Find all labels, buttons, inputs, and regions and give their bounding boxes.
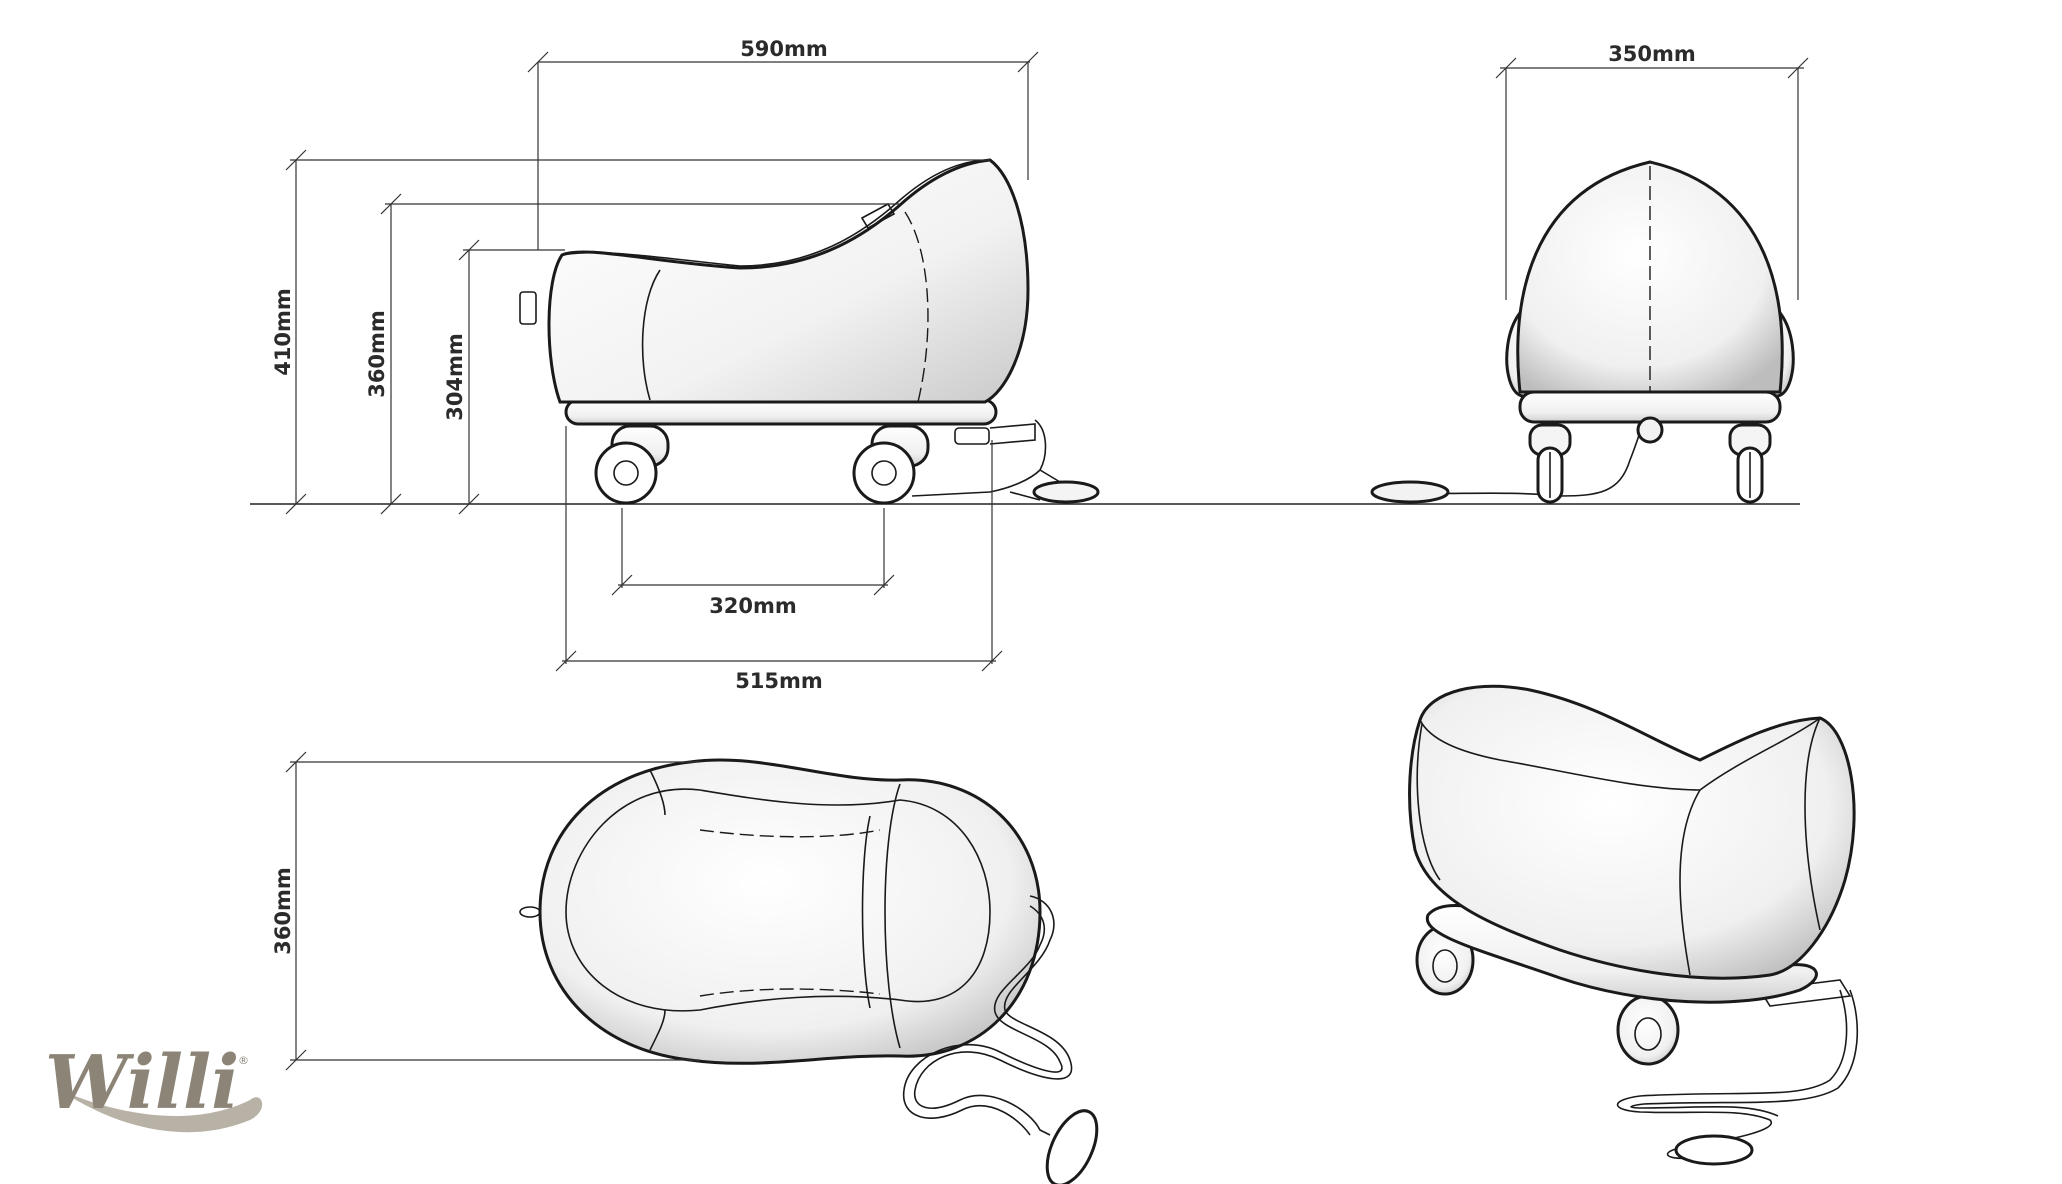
persp-seam-side (1416, 723, 1441, 881)
logo-swoosh (60, 1090, 263, 1133)
side-seat-rim (561, 159, 991, 267)
top-seam-right (884, 783, 901, 1049)
side-tow-ring (1032, 480, 1100, 504)
side-tow-bracket (954, 427, 990, 445)
side-seat-body (547, 158, 1030, 404)
dim-side-length: 590mm (740, 37, 828, 61)
top-seat-outline (538, 758, 1042, 1065)
side-wheel-back (852, 424, 930, 505)
persp-seam-front (1679, 789, 1701, 976)
front-tow-ring (1370, 480, 1450, 504)
persp-seam-back (1804, 717, 1821, 931)
logo-text: Willi (45, 1040, 239, 1126)
side-knob (519, 291, 537, 325)
top-seam-center2 (699, 988, 881, 997)
top-seat-inner (565, 788, 991, 1012)
top-seam-center (699, 829, 881, 838)
top-view (519, 758, 1099, 1184)
front-wheel-right (1728, 423, 1772, 504)
front-tow-rope (1389, 419, 1646, 497)
willi-logo: Willi ® (45, 1040, 263, 1133)
front-tow-hitch (1636, 416, 1664, 444)
dim-height-back: 360mm (365, 310, 389, 398)
dim-height-seat: 304mm (443, 333, 467, 421)
persp-tow-bar (1758, 979, 1852, 1007)
dim-base-length: 515mm (735, 669, 823, 693)
persp-wheel-front (1616, 994, 1680, 1066)
dim-front-width: 350mm (1608, 42, 1696, 66)
side-seam-back (904, 211, 929, 403)
top-seam-right2 (861, 815, 871, 1009)
top-rope (913, 895, 1073, 1136)
logo-registered-mark: ® (238, 1054, 249, 1067)
persp-tow-ring (1674, 1134, 1754, 1166)
side-view (519, 158, 1100, 505)
front-dimensions: 350mm (1495, 42, 1809, 300)
top-knob (519, 906, 541, 918)
dim-wheelbase: 320mm (709, 594, 797, 618)
top-seam-left-top (649, 769, 666, 816)
perspective-view (1408, 684, 1859, 1166)
top-seam-left-bottom (649, 1009, 666, 1051)
dim-height-total: 410mm (271, 288, 295, 376)
side-base-plate (564, 398, 998, 426)
top-tow-ring (1045, 1109, 1099, 1184)
side-dimensions: 590mm 410mm 360mm 304mm 320mm 515mm (271, 37, 1039, 693)
side-strap (860, 202, 896, 230)
front-view (1370, 160, 1795, 504)
side-tow-bar (911, 419, 1061, 501)
side-wheel-front (594, 424, 670, 505)
dim-top-width: 360mm (271, 867, 295, 955)
top-dimensions: 360mm (271, 751, 700, 1071)
side-seam-front (641, 269, 661, 401)
front-wheel-left (1528, 423, 1572, 504)
